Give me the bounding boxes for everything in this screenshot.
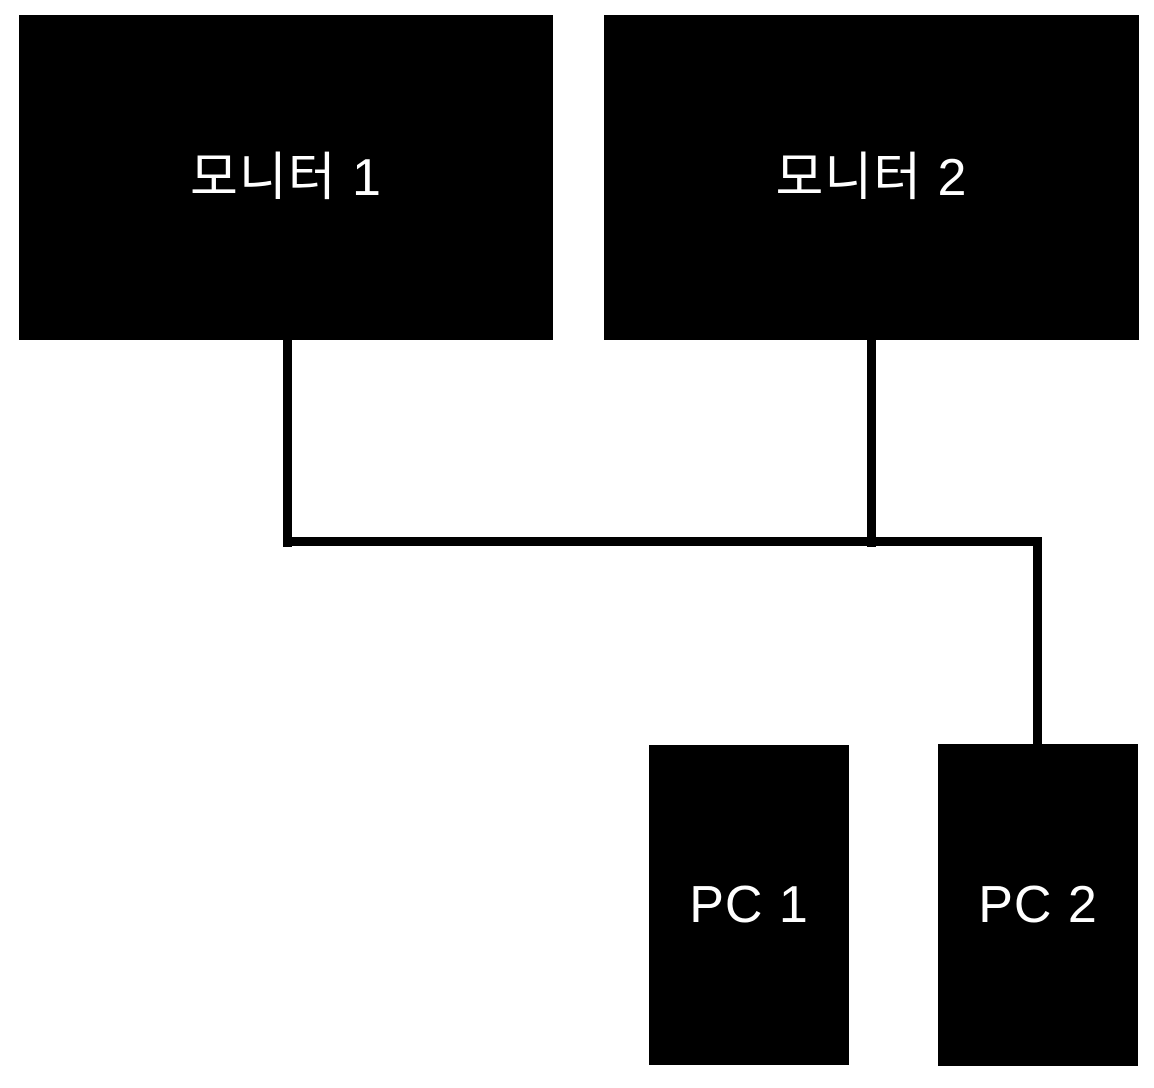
node-pc-1-label: PC 1 xyxy=(689,876,809,934)
node-monitor-1-label: 모니터 1 xyxy=(190,148,382,207)
node-pc-2: PC 2 xyxy=(938,744,1138,1066)
node-monitor-2: 모니터 2 xyxy=(604,15,1139,340)
connector-horizontal-bus-line xyxy=(283,537,1042,546)
node-pc-1: PC 1 xyxy=(649,745,849,1065)
node-monitor-1: 모니터 1 xyxy=(19,15,553,340)
connector-pc2-drop-line xyxy=(1033,537,1042,745)
node-monitor-2-label: 모니터 2 xyxy=(775,148,968,207)
connector-monitor1-drop-line xyxy=(283,340,292,547)
node-pc-2-label: PC 2 xyxy=(978,876,1098,934)
connector-monitor2-drop-line xyxy=(867,340,876,547)
